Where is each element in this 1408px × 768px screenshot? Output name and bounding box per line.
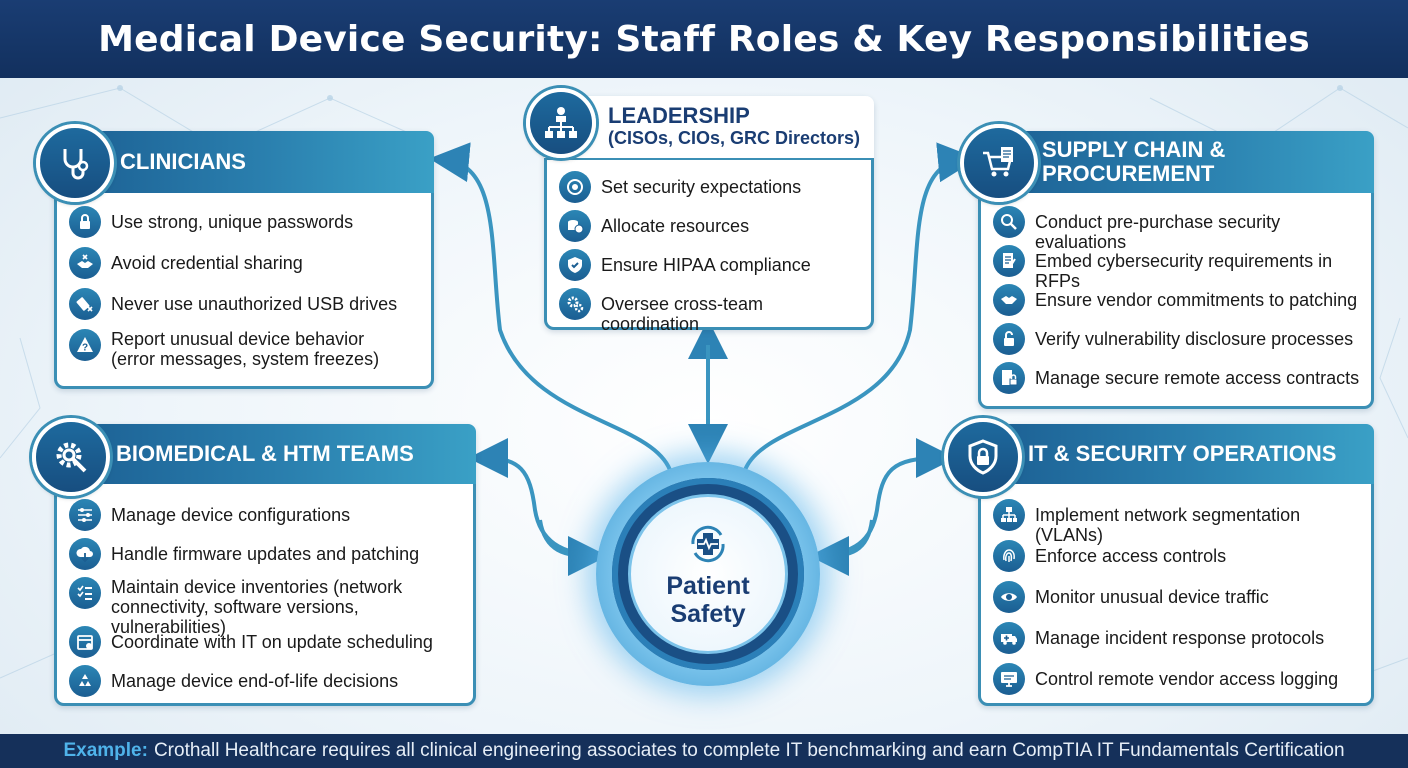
itsec-item: Enforce access controls [993, 540, 1365, 572]
supply-item: Verify vulnerability disclosure processe… [993, 323, 1365, 355]
coins-icon [559, 210, 591, 242]
clinicians-card: CLINICIANS Use strong, unique passwords … [54, 131, 434, 389]
biomed-item: Manage device end-of-life decisions [69, 665, 467, 697]
monitor-icon [993, 663, 1025, 695]
itsec-item: Manage incident response protocols [993, 622, 1365, 654]
footer-label: Example: [63, 740, 148, 761]
leadership-item: Set security expectations [559, 171, 865, 203]
target-icon [559, 171, 591, 203]
leadership-title: LEADERSHIP [608, 103, 750, 128]
supply-item: Embed cybersecurity requirements in RFPs [993, 245, 1365, 291]
stethoscope-icon [36, 124, 114, 202]
leadership-item: Oversee cross-team coordination [559, 288, 865, 334]
arrow-to-itsec [814, 438, 956, 557]
shield-lock-icon [944, 418, 1022, 496]
magnifier-icon [993, 206, 1025, 238]
clinicians-item: ? Report unusual device behavior (error … [69, 329, 425, 369]
hub-label: Patient Safety [666, 571, 750, 628]
biomed-item: Manage device configurations [69, 499, 467, 531]
biomed-card: BIOMEDICAL & HTM TEAMS Manage device con… [54, 424, 476, 706]
leadership-item: Ensure HIPAA compliance [559, 249, 865, 281]
clinicians-item: Avoid credential sharing [69, 247, 425, 279]
document-pen-icon [993, 245, 1025, 277]
itsec-header: IT & SECURITY OPERATIONS [978, 424, 1374, 484]
itsec-item: Monitor unusual device traffic [993, 581, 1365, 613]
handshake-x-icon [69, 247, 101, 279]
footer-text: Crothall Healthcare requires all clinica… [153, 740, 1345, 761]
recycle-icon [69, 665, 101, 697]
warning-icon: ? [69, 329, 101, 361]
arrow-to-clinicians [429, 142, 672, 471]
biomed-item: Maintain device inventories (network con… [69, 577, 467, 637]
page-title: Medical Device Security: Staff Roles & K… [98, 18, 1310, 60]
arrow-to-biomed [468, 438, 601, 557]
supply-item: Ensure vendor commitments to patching [993, 284, 1365, 316]
supply-header: SUPPLY CHAIN & PROCUREMENT [978, 131, 1374, 193]
biomed-header: BIOMEDICAL & HTM TEAMS [54, 424, 476, 484]
contract-lock-icon [993, 362, 1025, 394]
cloud-download-icon [69, 538, 101, 570]
sliders-icon [69, 499, 101, 531]
clinicians-header: CLINICIANS [54, 131, 434, 193]
biomed-title: BIOMEDICAL & HTM TEAMS [116, 441, 414, 466]
calendar-icon [69, 626, 101, 658]
arrow-biomed-to-hub [538, 519, 608, 576]
clinicians-item: Never use unauthorized USB drives [69, 288, 425, 320]
supply-title: SUPPLY CHAIN & [1042, 137, 1226, 162]
supply-title-line2: PROCUREMENT [1042, 161, 1215, 186]
patient-safety-hub: Patient Safety [628, 494, 788, 654]
ambulance-icon [993, 622, 1025, 654]
leadership-subtitle: (CISOs, CIOs, GRC Directors) [608, 128, 861, 148]
footer-banner: Example: Crothall Healthcare requires al… [0, 734, 1408, 768]
itsec-title: IT & SECURITY OPERATIONS [1028, 441, 1337, 466]
supply-chain-card: SUPPLY CHAIN & PROCUREMENT Conduct pre-p… [978, 131, 1374, 409]
biomed-item: Handle firmware updates and patching [69, 538, 467, 570]
clinicians-title: CLINICIANS [120, 149, 246, 174]
biomed-item: Coordinate with IT on update scheduling [69, 626, 467, 658]
leadership-header: LEADERSHIP (CISOs, CIOs, GRC Directors) [544, 96, 874, 160]
network-icon [993, 499, 1025, 531]
supply-item: Conduct pre-purchase security evaluation… [993, 206, 1365, 252]
eye-icon [993, 581, 1025, 613]
medical-cross-cycle-icon [685, 521, 731, 572]
fingerprint-icon [993, 540, 1025, 572]
leadership-card: LEADERSHIP (CISOs, CIOs, GRC Directors) … [544, 96, 874, 334]
checklist-icon [69, 577, 101, 609]
itsec-item: Implement network segmentation (VLANs) [993, 499, 1365, 545]
leadership-item: Allocate resources [559, 210, 865, 242]
org-chart-icon [526, 88, 596, 158]
lock-icon [69, 206, 101, 238]
shield-check-icon [559, 249, 591, 281]
clinicians-item: Use strong, unique passwords [69, 206, 425, 238]
gear-wrench-icon [32, 418, 110, 496]
svg-text:?: ? [82, 343, 88, 354]
handshake-icon [993, 284, 1025, 316]
arrow-itsec-to-hub [809, 519, 874, 576]
title-banner: Medical Device Security: Staff Roles & K… [0, 0, 1408, 78]
gears-icon [559, 288, 591, 320]
cart-document-icon [960, 124, 1038, 202]
supply-item: Manage secure remote access contracts [993, 362, 1365, 394]
unlock-icon [993, 323, 1025, 355]
itsec-item: Control remote vendor access logging [993, 663, 1365, 695]
usb-x-icon [69, 288, 101, 320]
arrow-to-supply [743, 142, 978, 471]
itsec-card: IT & SECURITY OPERATIONS Implement netwo… [978, 424, 1374, 706]
